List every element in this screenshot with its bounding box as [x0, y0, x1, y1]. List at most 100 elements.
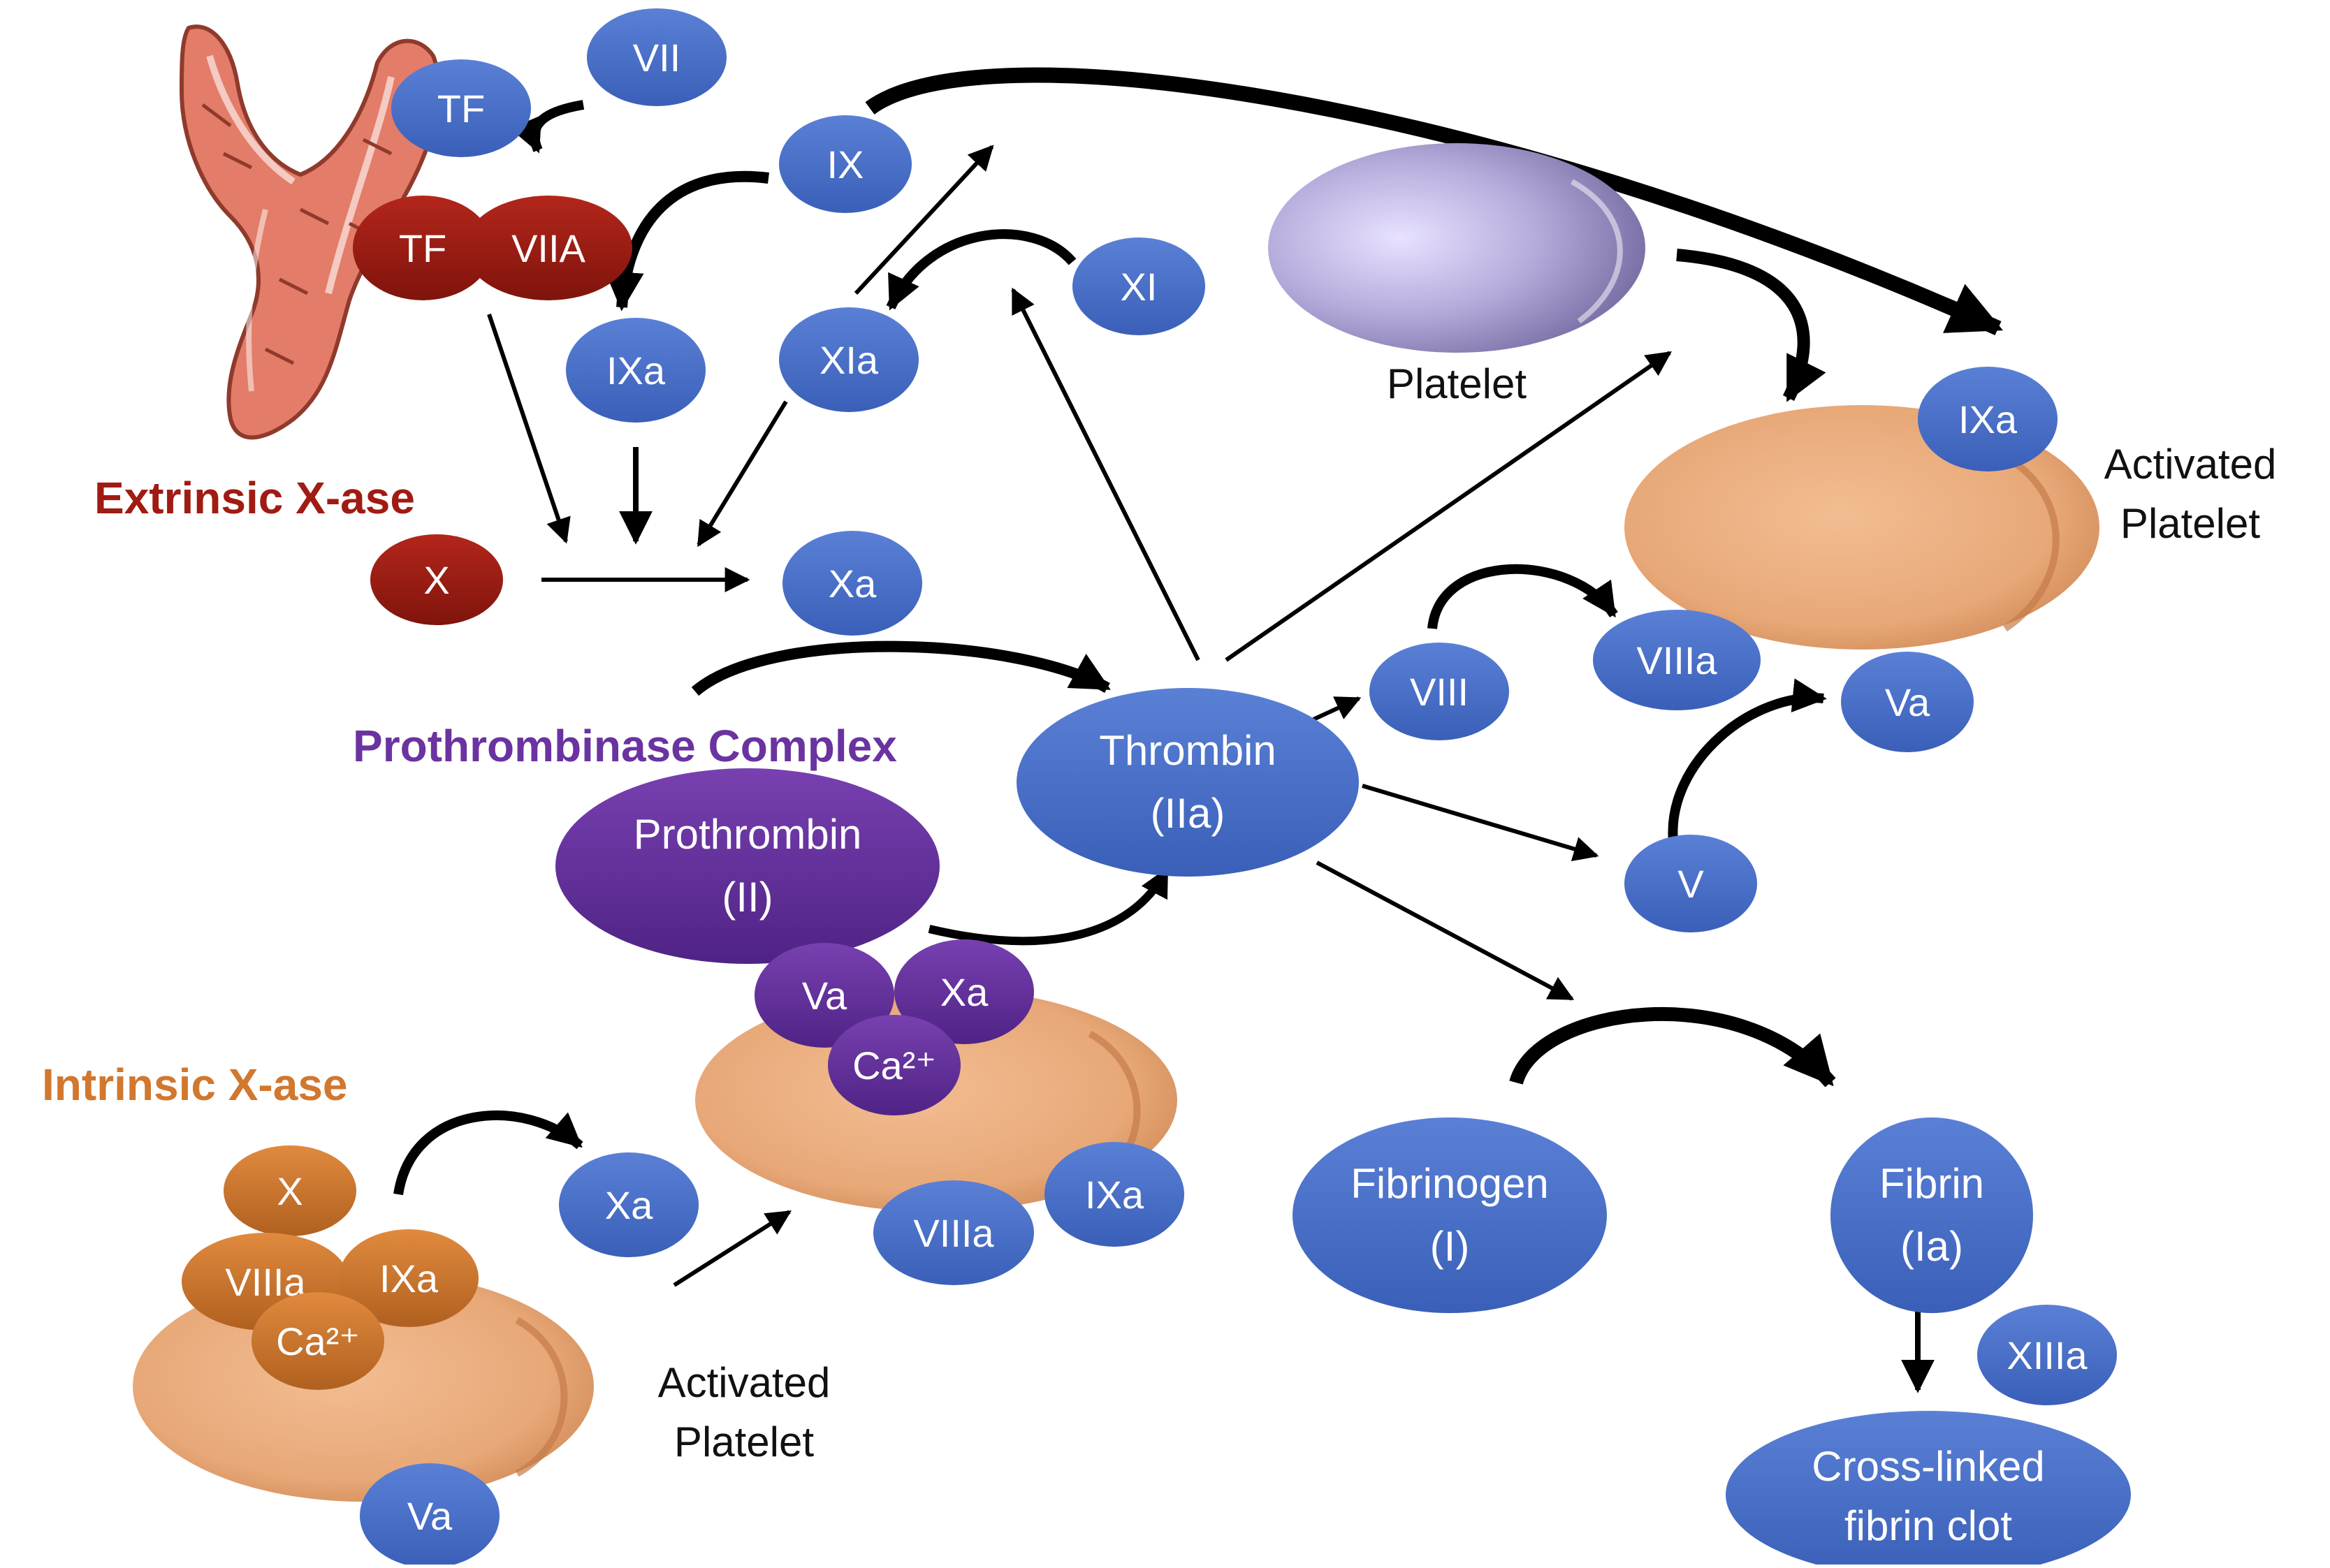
activated-platelet-right-label-2: Platelet — [2120, 500, 2260, 547]
arrow-xi-to-xia — [886, 229, 1077, 311]
fibrinogen-label-1: Fibrinogen — [1350, 1160, 1549, 1207]
prothrombinase-complex-title: Prothrombinase Complex — [353, 721, 897, 771]
fibrin-node: Fibrin (Ia) — [1830, 1118, 2033, 1313]
factor-va-right-node: Va — [1841, 652, 1974, 752]
arrow-thrombin-to-v — [1362, 784, 1599, 861]
factor-ixa-left-node: IXa — [566, 318, 706, 423]
calcium-prothrombinase-node: Ca²⁺ — [828, 1015, 961, 1115]
arrow-xia-to-ix — [854, 145, 994, 295]
arrow-fibrinogen-to-fibrin — [1509, 1007, 1836, 1087]
arrow-vii-to-tf — [510, 100, 585, 154]
arrow-intrinsic-to-prothrombinase — [673, 1210, 792, 1287]
fibrinogen-node: Fibrinogen (I) — [1293, 1118, 1607, 1313]
arrow-xia-to-xa — [697, 400, 788, 548]
calcium-intrinsic-label: Ca²⁺ — [276, 1319, 360, 1363]
thrombin-label-2: (IIa) — [1151, 790, 1225, 837]
factor-xa-prothrombinase-node: Xa — [894, 939, 1034, 1044]
factor-va-intrinsic-node: Va — [360, 1463, 500, 1568]
arrow-xa-to-thrombin — [691, 640, 1111, 696]
factor-va-prothrombinase-label: Va — [802, 974, 847, 1018]
factor-vii-node: VII — [587, 8, 727, 106]
prothrombin-label-1: Prothrombin — [634, 811, 862, 858]
clot-label-2: fibrin clot — [1844, 1502, 2012, 1549]
arrow-intrinsic-x-to-xa — [393, 1110, 583, 1196]
factor-ixa-right-label: IXa — [1958, 397, 2018, 441]
factor-xia-node: XIa — [779, 307, 919, 412]
pathway-arrows — [393, 67, 2004, 1393]
thrombin-node: Thrombin (IIa) — [1017, 688, 1359, 877]
arrow-thrombin-to-xi — [1011, 287, 1200, 661]
cross-linked-clot-node: Cross-linked fibrin clot — [1726, 1411, 2131, 1568]
factor-viia-complex-label: VIIA — [511, 226, 585, 270]
arrow-tf-viia-to-x — [487, 314, 571, 544]
extrinsic-xase-title: Extrinsic X-ase — [94, 473, 415, 523]
factor-viiia-mid-label: VIIIa — [913, 1211, 994, 1255]
factor-xiiia-node: XIIIa — [1977, 1305, 2117, 1405]
factor-va-right-label: Va — [1885, 680, 1930, 724]
factor-ix-node: IX — [779, 115, 912, 213]
blood-vessel-icon — [179, 24, 442, 440]
factor-vii-label: VII — [633, 36, 680, 80]
factor-xi-node: XI — [1072, 237, 1205, 335]
arrow-thrombin-to-fibrinogen — [1316, 860, 1575, 1001]
factor-ixa-right-node: IXa — [1918, 367, 2058, 471]
factor-xa-prothrombinase-label: Xa — [940, 970, 989, 1014]
factor-xiiia-label: XIIIa — [2007, 1333, 2088, 1377]
factor-xia-label: XIa — [820, 338, 879, 382]
prothrombin-label-2: (II) — [722, 874, 773, 921]
factor-xi-label: XI — [1121, 265, 1158, 309]
factor-ixa-intrinsic-label: IXa — [379, 1256, 439, 1300]
factor-v-label: V — [1677, 862, 1704, 906]
factor-tf-node: TF — [391, 59, 531, 157]
factor-x-extrinsic-node: X — [370, 534, 503, 625]
factor-ixa-mid-node: IXa — [1044, 1142, 1184, 1247]
activated-platelet-intrinsic-label-1: Activated — [658, 1359, 831, 1406]
arrow-thrombin-to-viii — [1312, 696, 1362, 721]
factor-viiia-right-label: VIIIa — [1636, 638, 1717, 682]
factor-viii-label: VIII — [1410, 670, 1469, 714]
factor-viii-node: VIII — [1369, 643, 1509, 740]
fibrin-label-2: (Ia) — [1900, 1223, 1963, 1270]
factor-tf-complex-node: TF — [353, 196, 493, 300]
factor-ix-label: IX — [827, 142, 864, 186]
factor-v-node: V — [1624, 835, 1757, 932]
fibrin-label-1: Fibrin — [1879, 1160, 1984, 1207]
resting-platelet — [1268, 143, 1645, 353]
factor-ixa-intrinsic-node: IXa — [339, 1229, 479, 1327]
clot-label-1: Cross-linked — [1812, 1443, 2044, 1490]
calcium-prothrombinase-label: Ca²⁺ — [852, 1043, 936, 1087]
arrow-prothrombin-to-thrombin — [928, 867, 1171, 946]
factor-ixa-left-label: IXa — [606, 349, 666, 393]
factor-xa-extrinsic-node: Xa — [782, 531, 922, 636]
factor-viiia-mid-node: VIIIa — [873, 1180, 1034, 1285]
activated-platelet-right-label-1: Activated — [2104, 441, 2277, 488]
factor-x-extrinsic-label: X — [423, 558, 449, 602]
fibrinogen-label-2: (I) — [1430, 1223, 1470, 1270]
thrombin-label-1: Thrombin — [1099, 727, 1276, 774]
factor-ixa-mid-label: IXa — [1085, 1173, 1144, 1217]
prothrombin-node: Prothrombin (II) — [555, 768, 940, 964]
factor-tf-complex-label: TF — [399, 226, 446, 270]
factor-viiia-right-node: VIIIa — [1593, 610, 1761, 710]
factor-xa-extrinsic-label: Xa — [829, 562, 877, 606]
activated-platelet-intrinsic-label-2: Platelet — [674, 1419, 814, 1465]
factor-va-prothrombinase-node: Va — [755, 943, 894, 1048]
arrow-platelet-to-activated — [1676, 249, 1826, 402]
intrinsic-xase-title: Intrinsic X-ase — [42, 1060, 348, 1110]
arrow-v-to-va — [1668, 678, 1827, 842]
factor-x-intrinsic-node: X — [224, 1145, 356, 1236]
platelet-label: Platelet — [1387, 360, 1527, 407]
arrow-ix-to-ixa — [604, 170, 769, 312]
factor-viia-complex-node: VIIA — [465, 196, 632, 300]
calcium-intrinsic-node: Ca²⁺ — [252, 1292, 384, 1390]
arrow-viii-to-viiia — [1427, 564, 1618, 629]
factor-x-intrinsic-label: X — [277, 1169, 303, 1213]
factor-va-intrinsic-label: Va — [407, 1494, 453, 1538]
factor-xa-intrinsic-label: Xa — [605, 1183, 653, 1227]
arrow-thrombin-to-platelet — [1225, 351, 1672, 662]
arrow-ix-to-activated-platelet — [865, 67, 2004, 336]
factor-tf-label: TF — [437, 87, 485, 131]
factor-xa-intrinsic-node: Xa — [559, 1152, 699, 1257]
